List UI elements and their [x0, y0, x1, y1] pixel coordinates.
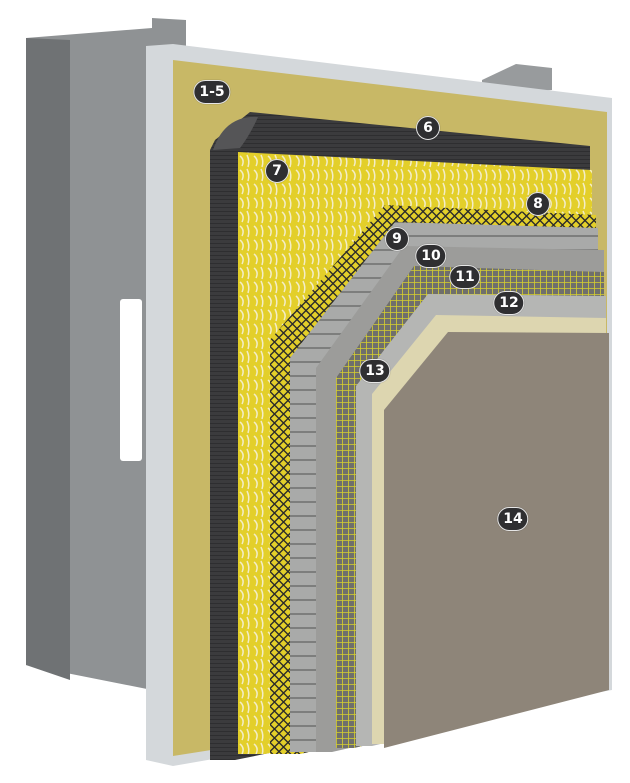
callout-9: 9 — [385, 227, 409, 251]
callout-12: 12 — [493, 291, 525, 315]
callout-11: 11 — [449, 265, 481, 289]
callout-6: 6 — [416, 116, 440, 140]
finish-coat — [384, 332, 609, 748]
callout-1-5: 1-5 — [193, 80, 231, 104]
callout-10: 10 — [415, 244, 447, 268]
callout-13: 13 — [359, 359, 391, 383]
callout-7: 7 — [265, 159, 289, 183]
callout-14: 14 — [497, 507, 529, 531]
callout-8: 8 — [526, 192, 550, 216]
stud-knockout — [120, 299, 142, 461]
